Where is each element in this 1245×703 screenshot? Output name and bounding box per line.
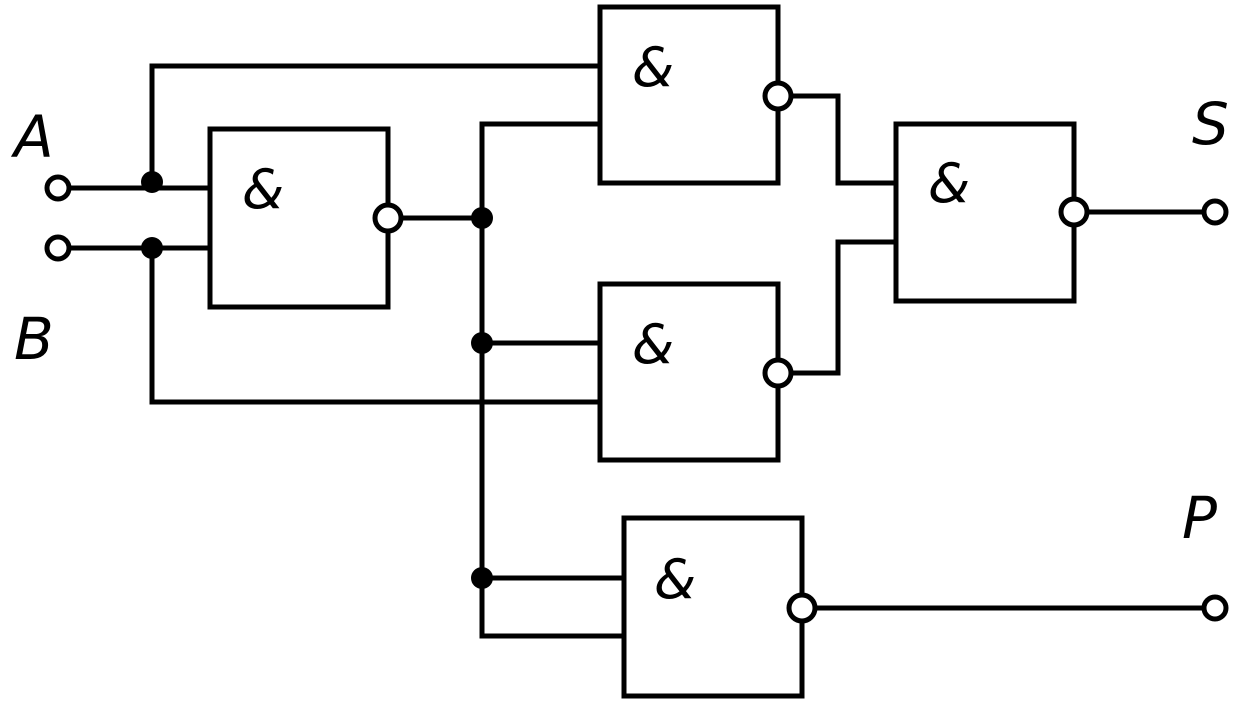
gate-3: &	[597, 281, 794, 463]
gate-2-body	[597, 4, 781, 186]
wire-b-to-gate3	[149, 245, 603, 405]
gate-5-inversion-bubble	[786, 592, 818, 624]
junction-dot-a	[141, 171, 163, 193]
gate-5-symbol: &	[654, 548, 696, 611]
gate-4-symbol: &	[928, 152, 970, 215]
gate-2-inversion-bubble	[762, 80, 794, 112]
terminals	[44, 174, 1229, 622]
input-terminal-a	[44, 174, 72, 202]
wire-gate3-to-gate4	[789, 239, 899, 376]
junction-dot-bus-bottom	[471, 567, 493, 589]
input-label-a: A	[10, 103, 54, 171]
gate-2-symbol: &	[632, 36, 674, 99]
gate-5: &	[621, 515, 818, 699]
output-terminal-p	[1201, 594, 1229, 622]
junctions	[141, 171, 493, 589]
gate-4-body	[893, 121, 1077, 304]
gate-3-inversion-bubble	[762, 357, 794, 389]
gate-3-symbol: &	[632, 313, 674, 376]
gate-2: &	[597, 4, 794, 186]
junction-dot-bus-top	[471, 207, 493, 229]
input-terminal-b	[44, 234, 72, 262]
input-label-b: B	[14, 305, 54, 373]
gate-1-symbol: &	[242, 158, 284, 221]
gate-4-inversion-bubble	[1058, 196, 1090, 228]
output-terminal-s	[1201, 198, 1229, 226]
gate-4: &	[893, 121, 1090, 304]
gate-3-body	[597, 281, 781, 463]
wire-gate2-to-gate4	[789, 93, 899, 186]
junction-dot-bus-middle	[471, 332, 493, 354]
gate-1: &	[207, 126, 404, 310]
io-labels: A B S P	[10, 90, 1229, 552]
gate-5-body	[621, 515, 805, 699]
output-label-s: S	[1192, 90, 1229, 158]
gate-1-body	[207, 126, 391, 310]
output-label-p: P	[1182, 484, 1217, 552]
wire-a-to-gate2	[149, 63, 603, 185]
gate-1-inversion-bubble	[372, 202, 404, 234]
junction-dot-b	[141, 237, 163, 259]
